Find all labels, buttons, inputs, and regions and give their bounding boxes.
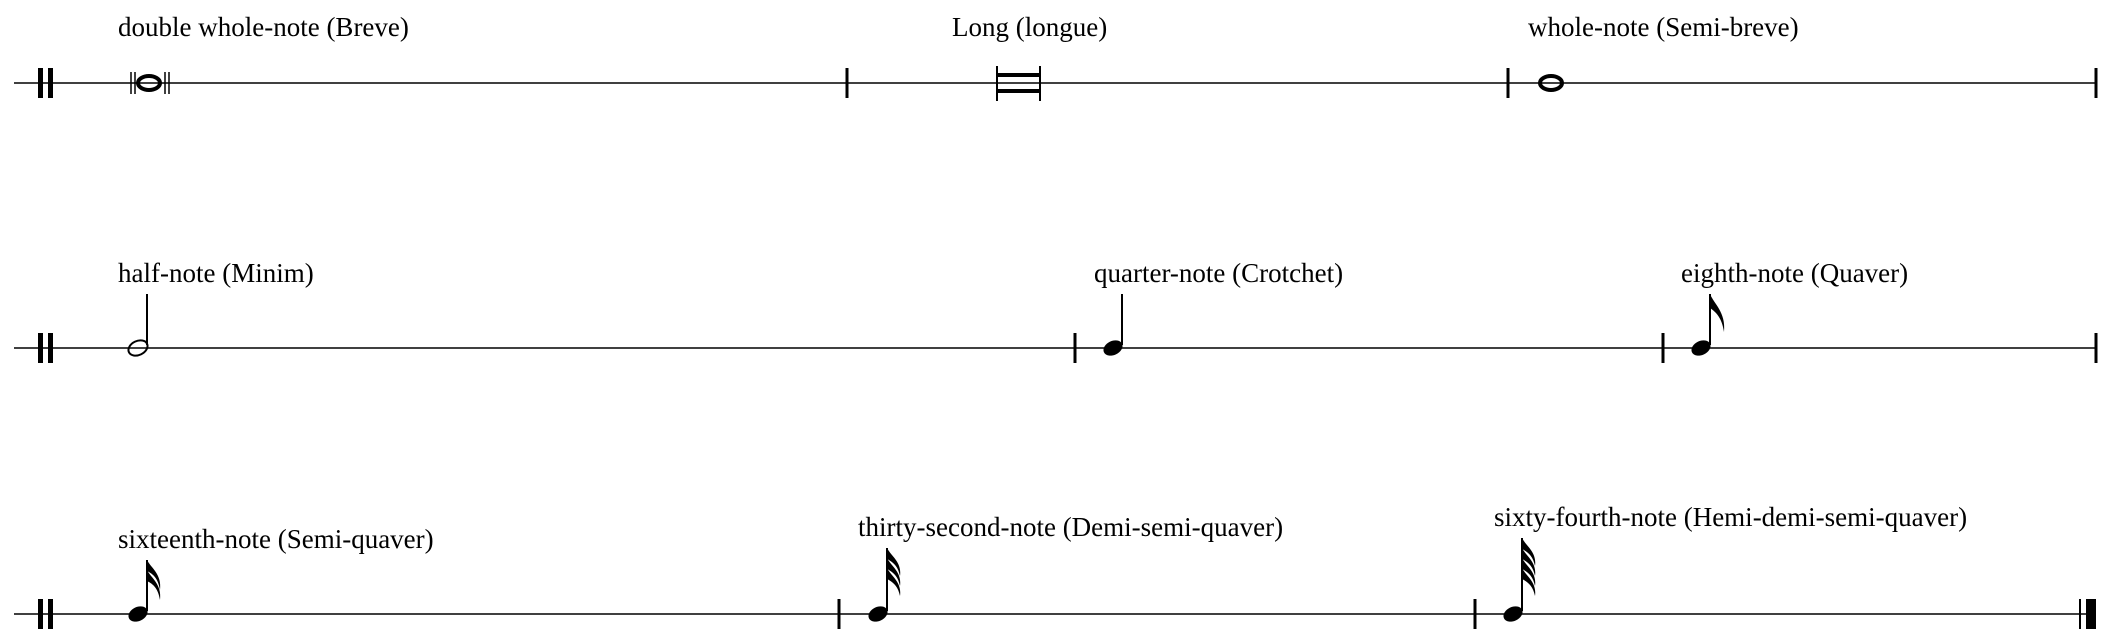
- note-label-breve: double whole-note (Breve): [118, 12, 409, 42]
- thirty-second-note-icon: [868, 548, 901, 622]
- half-note-icon: [127, 294, 149, 357]
- note-label-sixteenth: sixteenth-note (Semi-quaver): [118, 524, 434, 554]
- breve-icon: [130, 72, 170, 94]
- note-label-whole: whole-note (Semi-breve): [1528, 12, 1799, 42]
- note-label-thirty-second: thirty-second-note (Demi-semi-quaver): [858, 512, 1283, 542]
- sixty-fourth-note-icon: [1503, 538, 1536, 622]
- staff-row-1: double whole-note (Breve) Long (longue) …: [14, 12, 2098, 101]
- long-icon: [996, 66, 1041, 101]
- note-label-quarter: quarter-note (Crotchet): [1094, 258, 1343, 288]
- eighth-note-icon: [1691, 294, 1725, 356]
- whole-note-icon: [1538, 74, 1564, 92]
- sixteenth-note-icon: [128, 560, 161, 622]
- start-double-bar: [38, 333, 53, 363]
- final-bar: [2079, 599, 2096, 629]
- note-label-half: half-note (Minim): [118, 258, 314, 288]
- note-label-sixty-fourth: sixty-fourth-note (Hemi-demi-semi-quaver…: [1494, 502, 1967, 532]
- quarter-note-icon: [1103, 294, 1123, 356]
- staff-row-2: half-note (Minim) quarter-note (Crotchet…: [14, 258, 2098, 363]
- note-label-eighth: eighth-note (Quaver): [1681, 258, 1908, 288]
- start-double-bar: [38, 68, 53, 98]
- note-label-long: Long (longue): [952, 12, 1107, 42]
- staff-row-3: sixteenth-note (Semi-quaver) thirty-seco…: [14, 502, 2096, 629]
- start-double-bar: [38, 599, 53, 629]
